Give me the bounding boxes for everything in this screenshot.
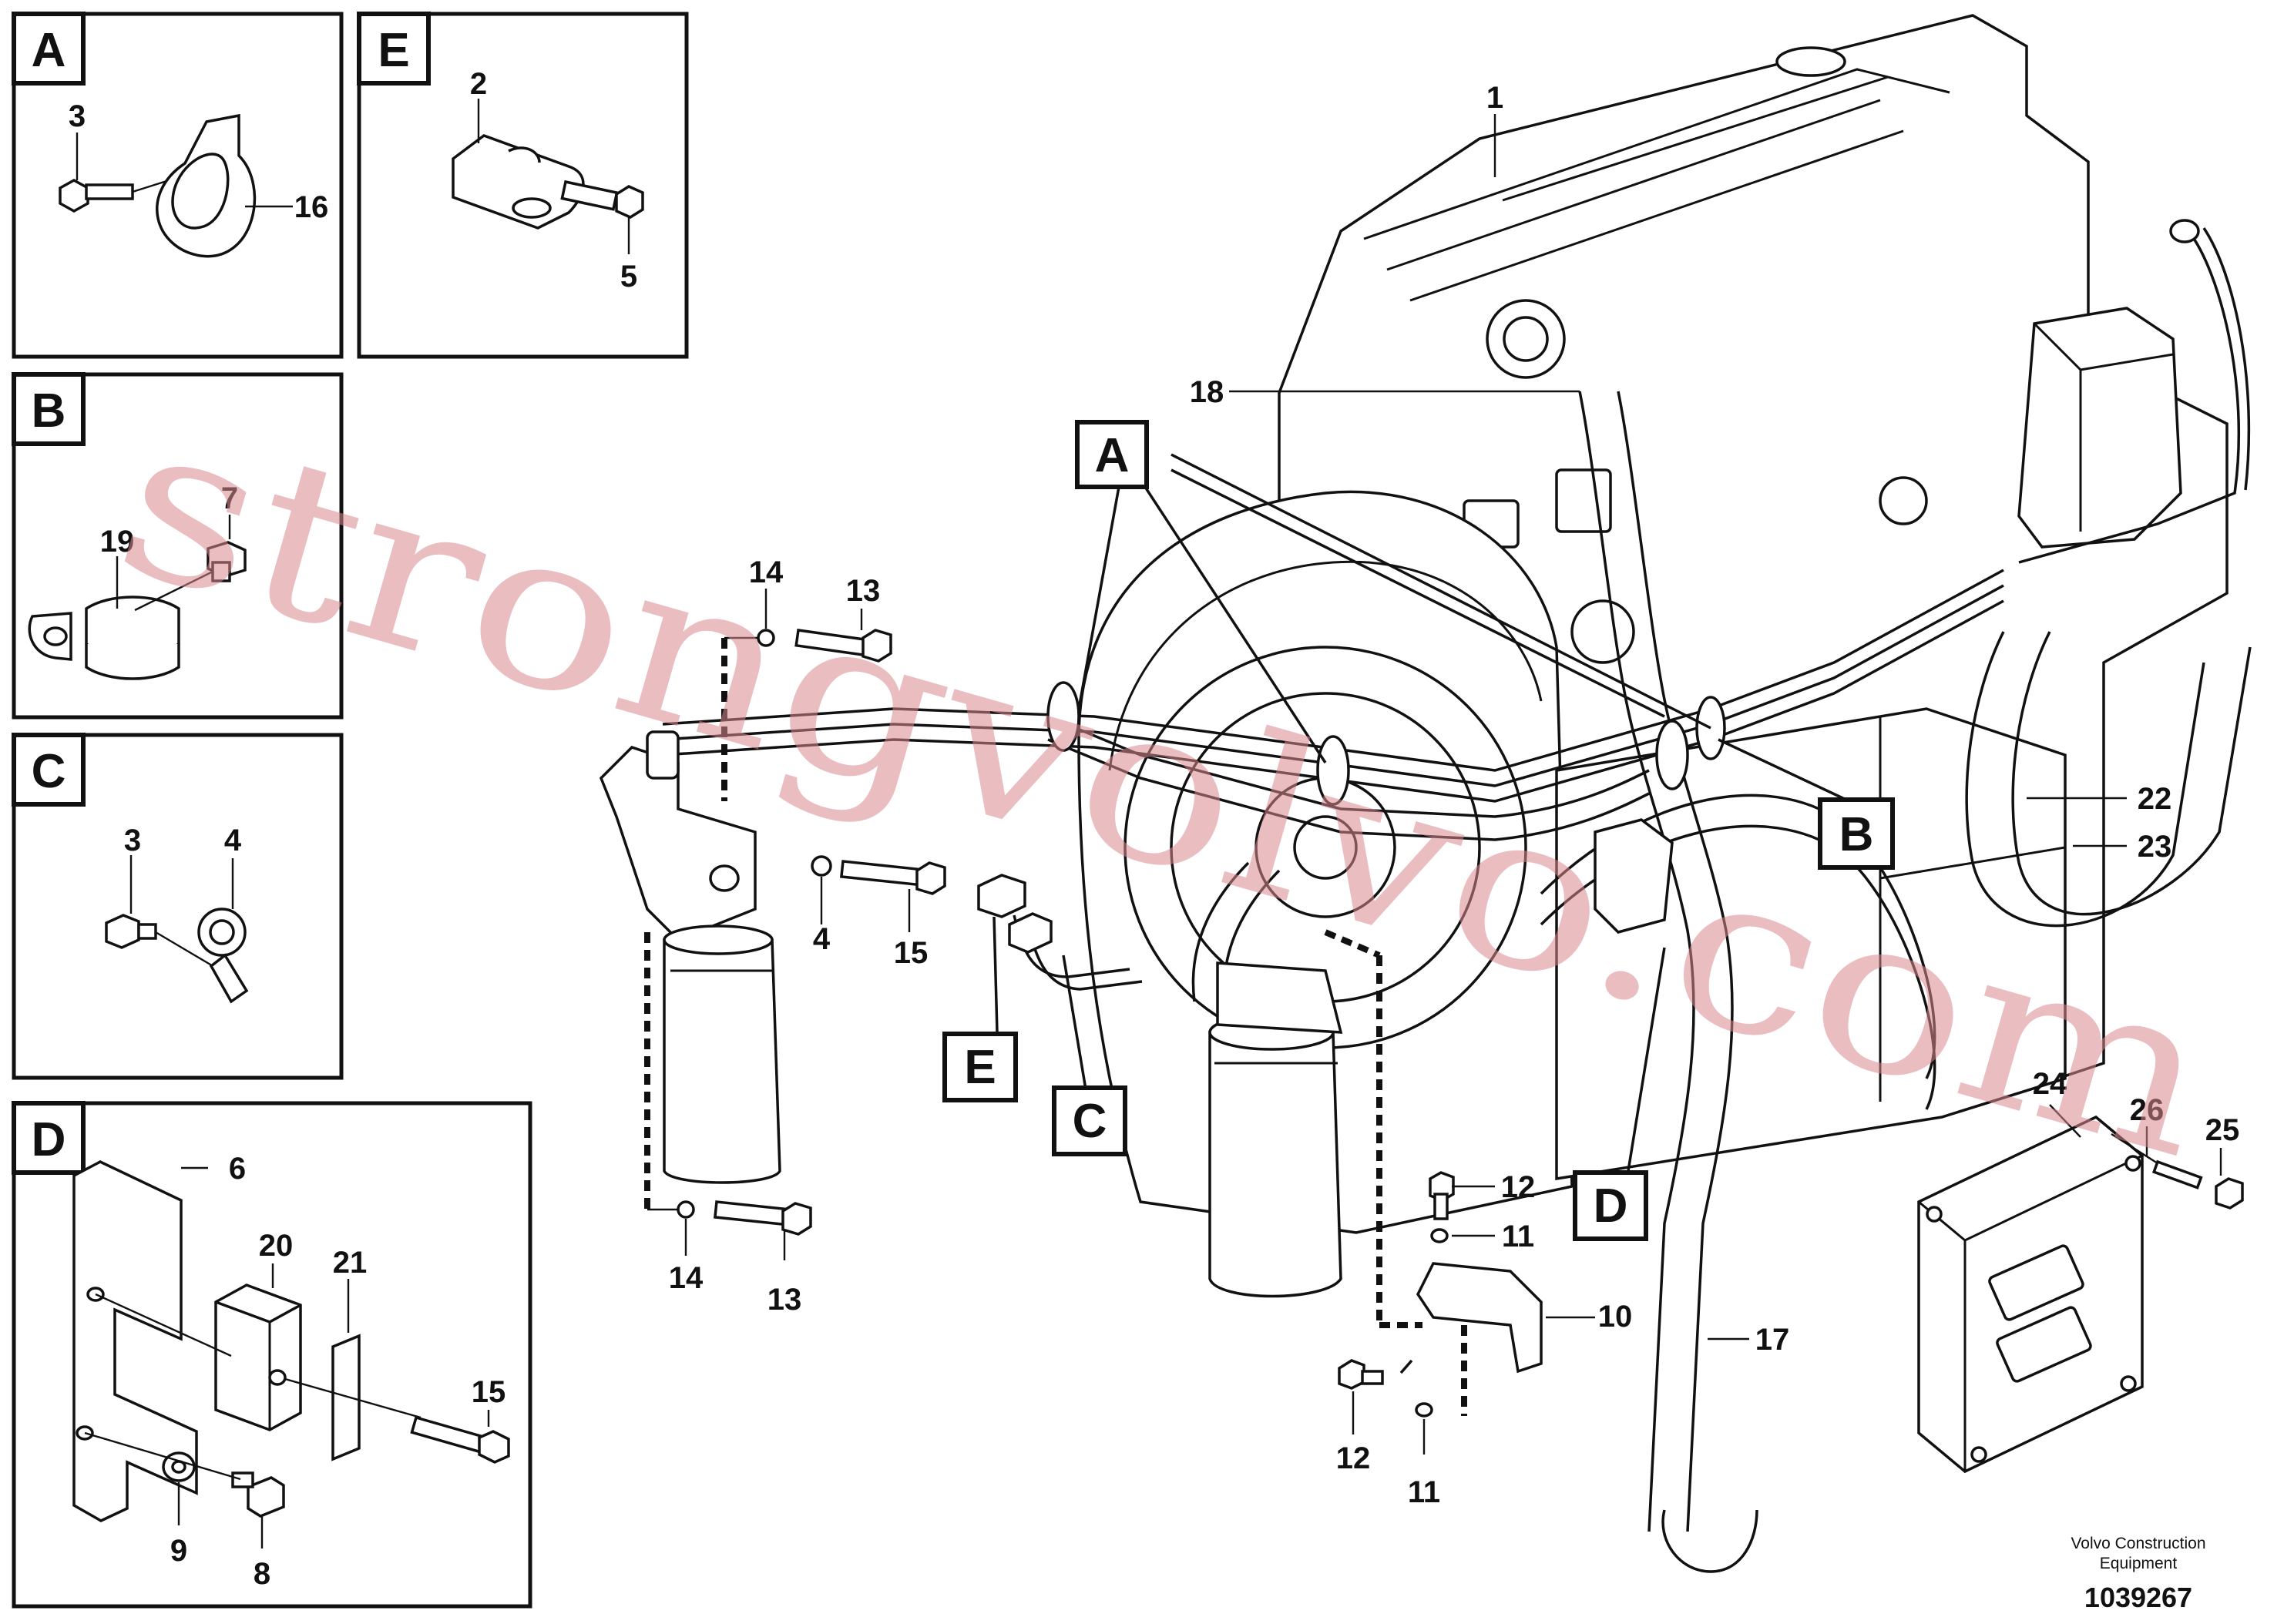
marker-a: A (1095, 429, 1130, 482)
detail-c-label-4: 4 (224, 824, 242, 857)
detail-panel-d: D 6 20 21 15 9 8 (12, 1101, 532, 1609)
marker-d: D (1594, 1179, 1628, 1233)
label-24: 24 (2033, 1067, 2067, 1101)
label-4-mid: 4 (813, 922, 831, 956)
label-10: 10 (1598, 1300, 1633, 1334)
footer: Volvo Construction Equipment 1039267 (2071, 1535, 2205, 1613)
label-1: 1 (1486, 81, 1503, 115)
label-14-top: 14 (749, 555, 784, 589)
footer-company-line1: Volvo Construction (2071, 1535, 2205, 1552)
detail-panel-a: A 3 16 (12, 12, 344, 359)
detail-panel-c: C 3 4 (12, 733, 344, 1080)
detail-d-letter: D (32, 1113, 66, 1166)
detail-c-label-3: 3 (124, 824, 141, 857)
label-26: 26 (2130, 1093, 2165, 1127)
detail-d-label-21: 21 (333, 1246, 368, 1280)
detail-b-letter: B (32, 384, 66, 438)
reference-markers: A B C D E (942, 420, 1895, 1241)
label-23: 23 (2138, 830, 2172, 864)
marker-b: B (1839, 808, 1874, 861)
label-13-top: 13 (846, 574, 881, 608)
detail-b-label-19: 19 (100, 525, 135, 559)
detail-a-label-16: 16 (294, 190, 329, 224)
detail-e-label-5: 5 (620, 260, 637, 294)
footer-company-line2: Equipment (2100, 1555, 2178, 1572)
sensor-e (977, 874, 1143, 991)
detail-d-label-9: 9 (170, 1534, 187, 1568)
detail-panel-b: B 7 19 (12, 372, 344, 720)
label-22: 22 (2138, 782, 2172, 816)
label-14-bottom: 14 (669, 1261, 704, 1295)
marker-e: E (964, 1041, 996, 1094)
ecu-module: 24 26 25 (1917, 1067, 2244, 1474)
filter-left (599, 730, 781, 1184)
detail-e-label-2: 2 (470, 67, 487, 101)
label-11-bottom: 11 (1408, 1475, 1440, 1509)
label-11-top: 11 (1502, 1220, 1534, 1253)
detail-d-label-20: 20 (259, 1229, 294, 1263)
engine-assembly: 1 18 (1077, 14, 2251, 1234)
detail-d-label-15: 15 (472, 1375, 506, 1409)
fasteners-main: 14 13 4 15 14 13 12 11 10 (644, 555, 1633, 1509)
footer-doc-number: 1039267 (2084, 1582, 2192, 1613)
label-17: 17 (1755, 1323, 1790, 1357)
detail-e-letter: E (378, 24, 409, 77)
detail-d-label-6: 6 (229, 1152, 246, 1186)
detail-b-label-7: 7 (221, 481, 238, 515)
label-13-bottom: 13 (767, 1283, 802, 1317)
label-18: 18 (1190, 375, 1224, 409)
detail-c-letter: C (32, 745, 66, 798)
label-15-mid: 15 (894, 936, 929, 970)
detail-panel-e: E 2 5 (357, 12, 689, 359)
label-25: 25 (2205, 1113, 2240, 1147)
detail-d-label-8: 8 (254, 1557, 270, 1591)
label-12-top: 12 (1501, 1170, 1536, 1204)
marker-c: C (1073, 1095, 1107, 1148)
label-12-bottom: 12 (1336, 1441, 1371, 1475)
detail-a-letter: A (32, 24, 66, 77)
detail-a-label-3: 3 (69, 99, 86, 133)
filter-right (1208, 818, 1674, 1298)
